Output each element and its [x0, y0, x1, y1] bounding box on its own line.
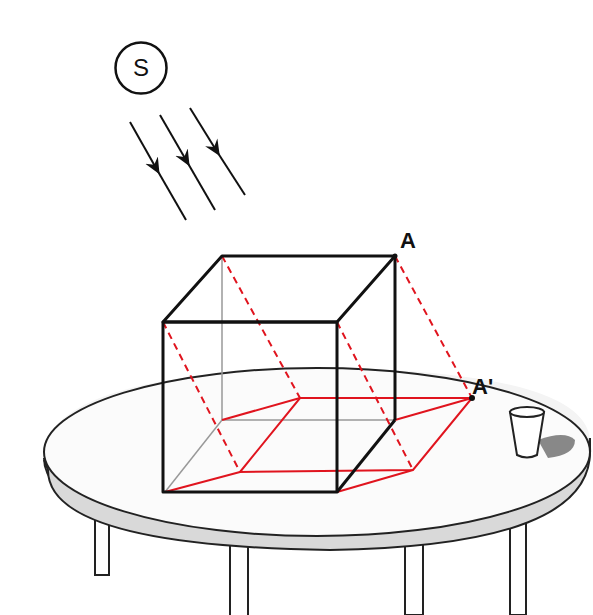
point-label: A': [472, 374, 493, 400]
sun-letter: S: [133, 56, 149, 80]
shadow: [165, 398, 472, 492]
projection-lines: [163, 256, 472, 472]
table-top: [44, 368, 590, 536]
cup-shadow: [538, 435, 575, 458]
sun-rays: [130, 108, 245, 220]
cube: [163, 256, 395, 492]
sun-circle: S: [114, 41, 168, 95]
hidden-edges: [165, 256, 395, 492]
cup: [510, 412, 544, 458]
point-label: A: [400, 228, 416, 254]
point-a: [393, 254, 398, 259]
